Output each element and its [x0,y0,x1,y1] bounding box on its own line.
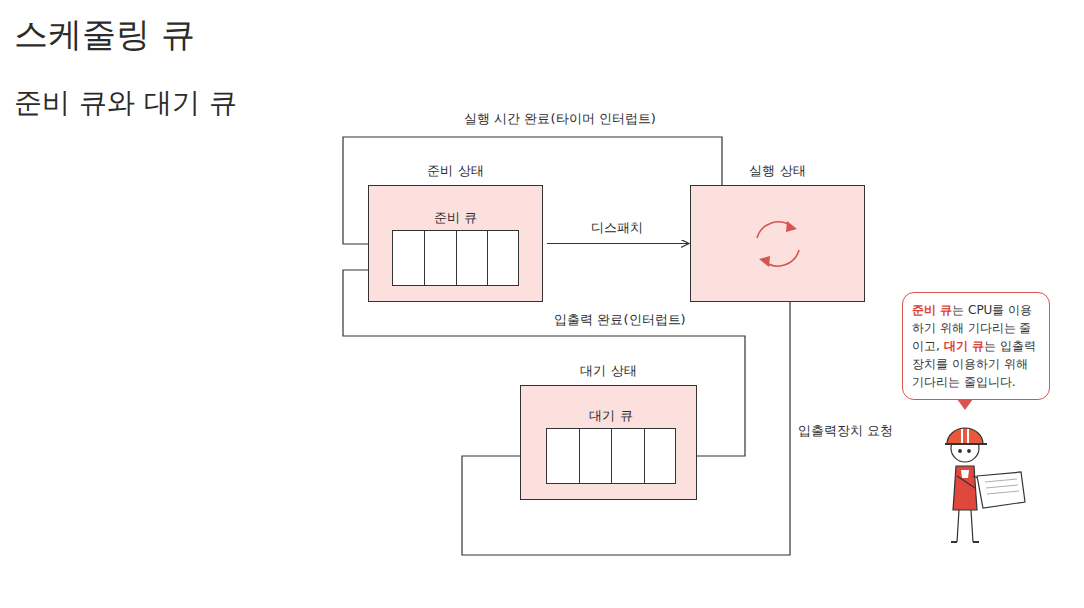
cycle-arrowhead [786,221,797,232]
helmet-brim [945,443,987,445]
queue-cell-divider [611,429,612,483]
state-box: 준비 큐준비 상태 [368,185,543,302]
queue-cell-divider [579,429,580,483]
state-box: 실행 상태 [690,185,865,302]
cycle-arc [757,221,791,237]
state-heading: 대기 상태 [580,362,636,380]
eye [968,450,971,453]
queue-cell-divider [456,231,457,285]
helmet-stripe [962,429,968,443]
page-title: 스케줄링 큐 [14,12,195,58]
queue-box: 준비 큐 [392,230,519,286]
edge-label: 실행 시간 완료(타이머 인터럽트) [464,110,656,128]
edge-label: 디스패치 [591,219,643,237]
cycle-icon [748,214,808,274]
feet [951,541,979,543]
callout-keyword: 준비 큐 [912,303,952,317]
helmet [947,428,983,444]
callout-keyword: 대기 큐 [944,339,984,353]
cycle-arrows [757,221,799,265]
queue-cell-divider [644,429,645,483]
edge-label: 입출력장치 요청 [798,422,893,440]
state-heading: 실행 상태 [749,162,805,180]
queue-box: 대기 큐 [546,428,676,484]
worker-figure [945,428,1025,542]
cycle-arrowhead [759,256,770,267]
cycle-arc [765,250,799,266]
state-box: 대기 큐대기 상태 [520,385,697,500]
legs [957,510,973,542]
state-heading: 준비 상태 [427,162,483,180]
speech-bubble: 준비 큐는 CPU를 이용하기 위해 기다리는 줄이고, 대기 큐는 입출력장치… [902,292,1050,400]
shirt [953,466,977,510]
state-heading: 대기 큐 [589,407,632,425]
queue-cell-divider [424,231,425,285]
state-heading: 준비 큐 [434,209,477,227]
blueprint-lines [985,479,1019,494]
blueprint [977,472,1025,508]
subtitle: 준비 큐와 대기 큐 [14,84,237,122]
flow-arrow [462,302,790,555]
shirt-logo [961,470,969,478]
queue-cell-divider [487,231,488,285]
worker-illustration [925,418,1040,548]
eye [959,450,962,453]
flow-arrow [547,243,689,244]
edge-label: 입출력 완료(인터럽트) [554,311,685,329]
